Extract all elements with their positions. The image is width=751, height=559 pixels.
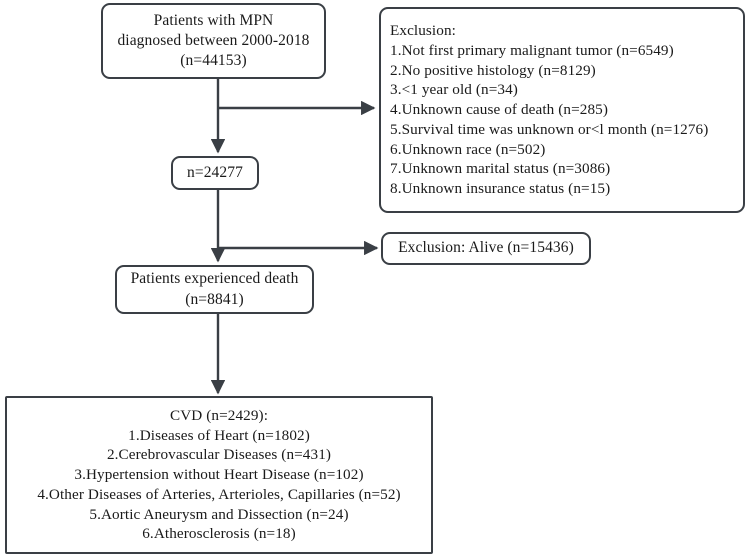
- node-mpn-line-1: Patients with MPN: [153, 11, 274, 29]
- node-mpn-line-2: diagnosed between 2000-2018: [117, 31, 310, 49]
- node-after-exclusion-count: n=24277: [171, 156, 259, 190]
- cvd-heading: CVD (n=2429):: [169, 406, 269, 424]
- node-death-line-2: (n=8841): [185, 290, 244, 308]
- node-mpn-cohort: Patients with MPN diagnosed between 2000…: [101, 3, 326, 79]
- cvd-item-5: 5.Aortic Aneurysm and Dissection (n=24): [89, 505, 349, 523]
- cvd-item-4: 4.Other Diseases of Arteries, Arterioles…: [37, 485, 401, 503]
- exclusion-item-1: 1.Not first primary malignant tumor (n=6…: [390, 41, 674, 59]
- node-n24277-label: n=24277: [187, 163, 243, 181]
- node-death-cohort: Patients experienced death (n=8841): [115, 265, 314, 314]
- exclusion-heading: Exclusion:: [390, 22, 456, 40]
- cvd-item-3: 3.Hypertension without Heart Disease (n=…: [74, 466, 364, 484]
- exclusion-item-5: 5.Survival time was unknown or<l month (…: [390, 120, 709, 138]
- exclusion-item-2: 2.No positive histology (n=8129): [390, 61, 596, 79]
- cvd-item-1: 1.Diseases of Heart (n=1802): [128, 426, 310, 444]
- exclusion-item-7: 7.Unknown marital status (n=3086): [390, 160, 611, 178]
- exclusion-item-4: 4.Unknown cause of death (n=285): [390, 101, 609, 119]
- exclusion-item-3: 3.<1 year old (n=34): [390, 81, 518, 99]
- node-exclusion-criteria: Exclusion: 1.Not first primary malignant…: [379, 7, 745, 213]
- node-mpn-line-3: (n=44153): [180, 52, 247, 70]
- node-cvd-outcomes: CVD (n=2429): 1.Diseases of Heart (n=180…: [5, 396, 433, 554]
- node-exclusion-alive: Exclusion: Alive (n=15436): [381, 232, 591, 265]
- exclusion-item-6: 6.Unknown race (n=502): [390, 140, 546, 158]
- node-death-line-1: Patients experienced death: [130, 270, 299, 288]
- exclusion-item-8: 8.Unknown insurance status (n=15): [390, 180, 611, 198]
- cvd-item-6: 6.Atherosclerosis (n=18): [142, 525, 296, 543]
- node-alive-label: Exclusion: Alive (n=15436): [398, 239, 574, 257]
- cvd-item-2: 2.Cerebrovascular Diseases (n=431): [106, 446, 332, 464]
